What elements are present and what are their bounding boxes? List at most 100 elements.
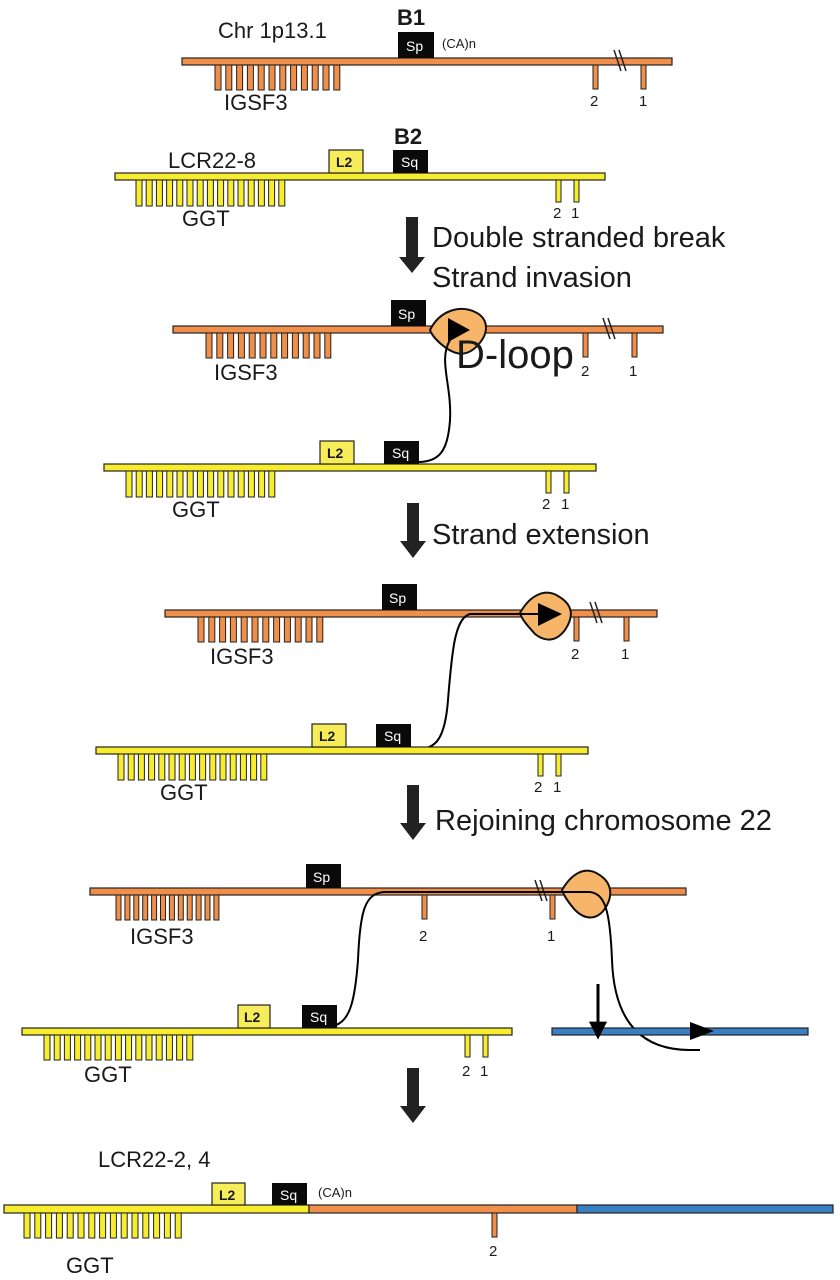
exon: [127, 753, 135, 781]
igsf3-exons: [205, 332, 332, 359]
ggt-exons: [117, 753, 268, 781]
down-arrow-icon: [400, 785, 426, 840]
step-1-line-1: Double stranded break: [432, 222, 726, 254]
exon: [131, 1212, 139, 1239]
exon-1: [563, 470, 570, 494]
exon: [133, 894, 140, 921]
exon: [251, 616, 259, 643]
exon: [268, 470, 276, 498]
sp-box: [398, 32, 434, 58]
exon: [188, 753, 196, 781]
chr1-strand: [181, 57, 673, 66]
exon: [168, 894, 175, 921]
exon-2-label: 2: [571, 646, 579, 663]
panel-2-chr1: Sp IGSF3 2 1 D-loop: [172, 300, 664, 463]
ggt-exons: [125, 470, 276, 498]
exon: [227, 470, 235, 498]
exon: [270, 332, 278, 359]
exon: [176, 470, 184, 498]
sq-box: [272, 1183, 307, 1205]
exon: [316, 616, 324, 643]
down-arrow-icon: [399, 217, 425, 273]
break-mark-icon: [589, 601, 603, 624]
b2-label: B2: [394, 124, 422, 149]
lcr22-24-label: LCR22-2, 4: [98, 1147, 211, 1172]
exon: [63, 1034, 71, 1061]
sp-label: Sp: [313, 869, 330, 885]
sq-label: Sq: [401, 154, 418, 170]
exon: [216, 332, 224, 359]
lcr22-8-label: LCR22-8: [168, 148, 256, 173]
exon: [195, 894, 202, 921]
exon: [237, 470, 245, 498]
exon: [186, 470, 194, 498]
exon: [196, 179, 204, 207]
exon: [217, 470, 225, 498]
dloop-shape: [560, 869, 612, 919]
exon: [163, 1212, 171, 1239]
exon-2-label: 2: [462, 1063, 470, 1080]
exon: [204, 894, 211, 921]
sq-box: [393, 150, 428, 173]
step-3: Rejoining chromosome 22: [400, 785, 772, 840]
igsf3-label: IGSF3: [224, 90, 288, 115]
exon: [214, 64, 222, 91]
exon: [236, 64, 244, 91]
exon: [155, 1034, 163, 1061]
sq-box: [302, 1005, 337, 1028]
exon: [283, 616, 291, 643]
extension-arrow-icon: [690, 1022, 714, 1040]
exon: [120, 1212, 128, 1239]
exon: [322, 64, 330, 91]
exon: [99, 1212, 107, 1239]
exon: [311, 64, 319, 91]
exon: [268, 179, 276, 207]
exon-1: [573, 179, 580, 203]
exon-1-label: 1: [480, 1063, 488, 1080]
exon: [291, 332, 299, 359]
exon-1-label: 1: [629, 363, 637, 380]
exon: [313, 332, 321, 359]
down-arrow-icon: [400, 1068, 426, 1123]
exon: [262, 616, 270, 643]
exon: [137, 753, 145, 781]
exon: [142, 1212, 150, 1239]
exon: [117, 753, 125, 781]
exon: [135, 179, 143, 207]
exon: [84, 1034, 92, 1061]
l2-box: [211, 1182, 246, 1206]
exon: [247, 470, 255, 498]
exon: [300, 64, 308, 91]
invasion-arrow-icon: [448, 318, 470, 342]
ca-repeat-label: (CA)n: [442, 36, 476, 51]
ca-repeat-label: (CA)n: [318, 1185, 352, 1200]
exon-1: [640, 64, 647, 90]
exon: [88, 1212, 96, 1239]
exon: [142, 894, 149, 921]
igsf3-exons: [115, 894, 220, 921]
exon: [155, 179, 163, 207]
panel-2-chr22: L2 Sq GGT 2 1: [103, 440, 597, 522]
exon-1-label: 1: [561, 496, 569, 513]
exon-1: [549, 894, 556, 920]
exon: [302, 332, 310, 359]
exon-1-label: 1: [547, 928, 555, 945]
chr1-segment: [308, 1204, 578, 1214]
step-2-line-1: Strand extension: [432, 519, 650, 551]
exon: [279, 64, 287, 91]
exon: [74, 1034, 82, 1061]
exon: [250, 753, 258, 781]
panel-4-other-chromosome: [551, 984, 809, 1040]
sq-box: [384, 441, 419, 464]
exon: [209, 753, 217, 781]
exon: [34, 1212, 42, 1239]
exon-2: [582, 332, 589, 358]
panel-3-chr1: Sp IGSF3 2 1: [164, 584, 658, 750]
l2-label: L2: [319, 728, 336, 744]
exon: [219, 616, 227, 643]
igsf3-exons: [214, 64, 341, 91]
extension-arrow-icon: [538, 603, 562, 626]
exon: [225, 64, 233, 91]
l2-label: L2: [244, 1009, 261, 1025]
exon: [227, 179, 235, 207]
